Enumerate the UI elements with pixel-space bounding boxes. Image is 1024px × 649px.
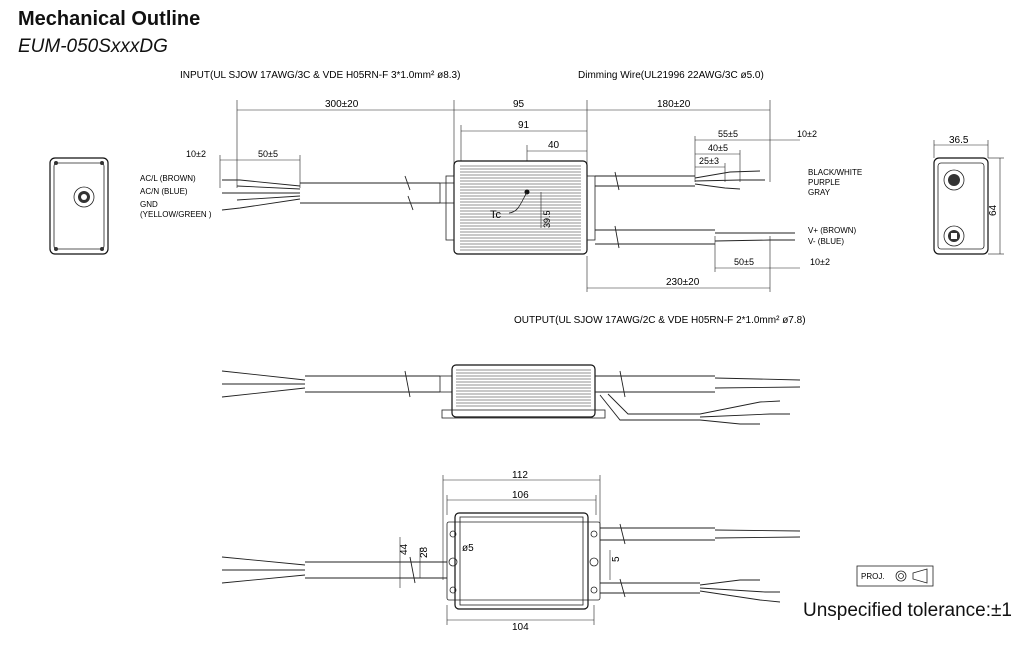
input-label-acl: AC/L (BROWN) — [140, 174, 196, 183]
dim-hole-dia: ø5 — [462, 543, 474, 554]
input-label-gnd-color: (YELLOW/GREEN ) — [140, 210, 212, 219]
dim-output-split: 50±5 — [734, 257, 754, 267]
dim-bottom-106: 106 — [512, 490, 529, 501]
body-fins — [460, 165, 581, 251]
output-cable-label: OUTPUT(UL SJOW 17AWG/2C & VDE H05RN-F 2*… — [514, 315, 806, 326]
bottom-view: 112 106 44 28 ø5 5 104 — [221, 470, 801, 633]
input-label-acn: AC/N (BLUE) — [140, 187, 188, 196]
right-end-view: 36.5 64 — [933, 135, 1004, 255]
dim-input-length: 300±20 — [325, 99, 359, 110]
input-label-gnd: GND — [140, 200, 158, 209]
side-fins — [456, 369, 591, 407]
dimming-label-3: GRAY — [808, 188, 831, 197]
dim-hole-28: 28 — [419, 546, 430, 558]
dim-dimming-55: 55±5 — [718, 129, 738, 139]
dim-end-height: 64 — [988, 204, 999, 216]
drawing-title: Mechanical Outline — [18, 8, 201, 30]
tc-label: Tc — [490, 209, 502, 221]
left-end-view — [49, 157, 109, 255]
dim-inner-40: 40 — [548, 140, 560, 151]
dim-end-width: 36.5 — [949, 135, 969, 146]
dim-dimming-40: 40±5 — [708, 143, 728, 153]
side-view — [221, 364, 801, 425]
input-cable-label: INPUT(UL SJOW 17AWG/3C & VDE H05RN-F 3*1… — [180, 70, 460, 81]
dim-hole-offset: 5 — [611, 556, 622, 562]
dim-output-length: 230±20 — [666, 277, 700, 288]
dim-bottom-104: 104 — [512, 622, 529, 633]
projection-label: PROJ. — [861, 572, 885, 581]
dim-dimming-length: 180±20 — [657, 99, 691, 110]
dim-body-length: 95 — [513, 99, 525, 110]
dim-bottom-112: 112 — [512, 470, 528, 481]
model-number: EUM-050SxxxDG — [18, 36, 168, 57]
dimming-label-1: BLACK/WHITE — [808, 168, 862, 177]
dimming-label-2: PURPLE — [808, 178, 840, 187]
dim-input-strip: 10±2 — [186, 149, 206, 159]
dim-input-split: 50±5 — [258, 149, 278, 159]
dim-height-39-5: 39.5 — [542, 210, 552, 228]
top-view: 300±20 95 180±20 91 40 10±2 50±5 AC/ — [140, 99, 862, 292]
dim-dimming-strip: 10±2 — [797, 129, 817, 139]
dim-output-strip: 10±2 — [810, 257, 830, 267]
dim-dimming-25: 25±3 — [699, 156, 719, 166]
dim-inner-91: 91 — [518, 120, 530, 131]
output-label-vplus: V+ (BROWN) — [808, 226, 857, 235]
dimming-cable-label: Dimming Wire(UL21996 22AWG/3C ø5.0) — [578, 70, 764, 81]
dim-hole-44: 44 — [399, 543, 410, 555]
output-label-vminus: V- (BLUE) — [808, 237, 844, 246]
tolerance-note: Unspecified tolerance:±1 — [803, 600, 1012, 621]
projection-symbol: PROJ. — [856, 565, 934, 587]
